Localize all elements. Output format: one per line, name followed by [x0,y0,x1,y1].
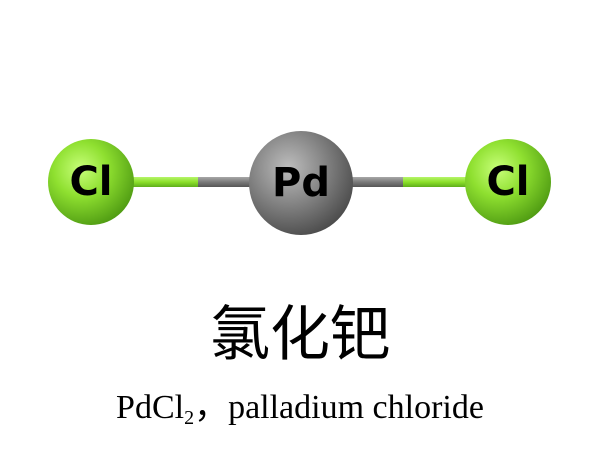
atom-cl-left-sphere [48,139,134,225]
atom-cl-right: Cl [465,139,551,225]
atom-pd-sphere [249,131,353,235]
compound-name-english: palladium chloride [228,389,484,426]
bond-left [120,177,258,187]
atom-cl-right-label: Cl [486,159,529,205]
compound-name-chinese: 氯化钯 [210,300,390,370]
bond-right-pd-segment [345,177,405,187]
formula-main: PdCl [116,389,185,426]
bond-right-cl-segment [403,177,483,187]
caption-separator: ， [194,389,229,426]
atom-pd: Pd [249,131,353,235]
formula-caption: PdCl2，palladium chloride [0,388,600,438]
bond-left-pd-segment [198,177,258,187]
atom-cl-right-sphere [465,139,551,225]
bond-left-cl-segment [120,177,200,187]
formula-subscript: 2 [184,407,195,429]
atom-cl-left: Cl [48,139,134,225]
atom-cl-left-label: Cl [69,159,112,205]
atom-pd-label: Pd [272,160,330,206]
bond-right [345,177,483,187]
